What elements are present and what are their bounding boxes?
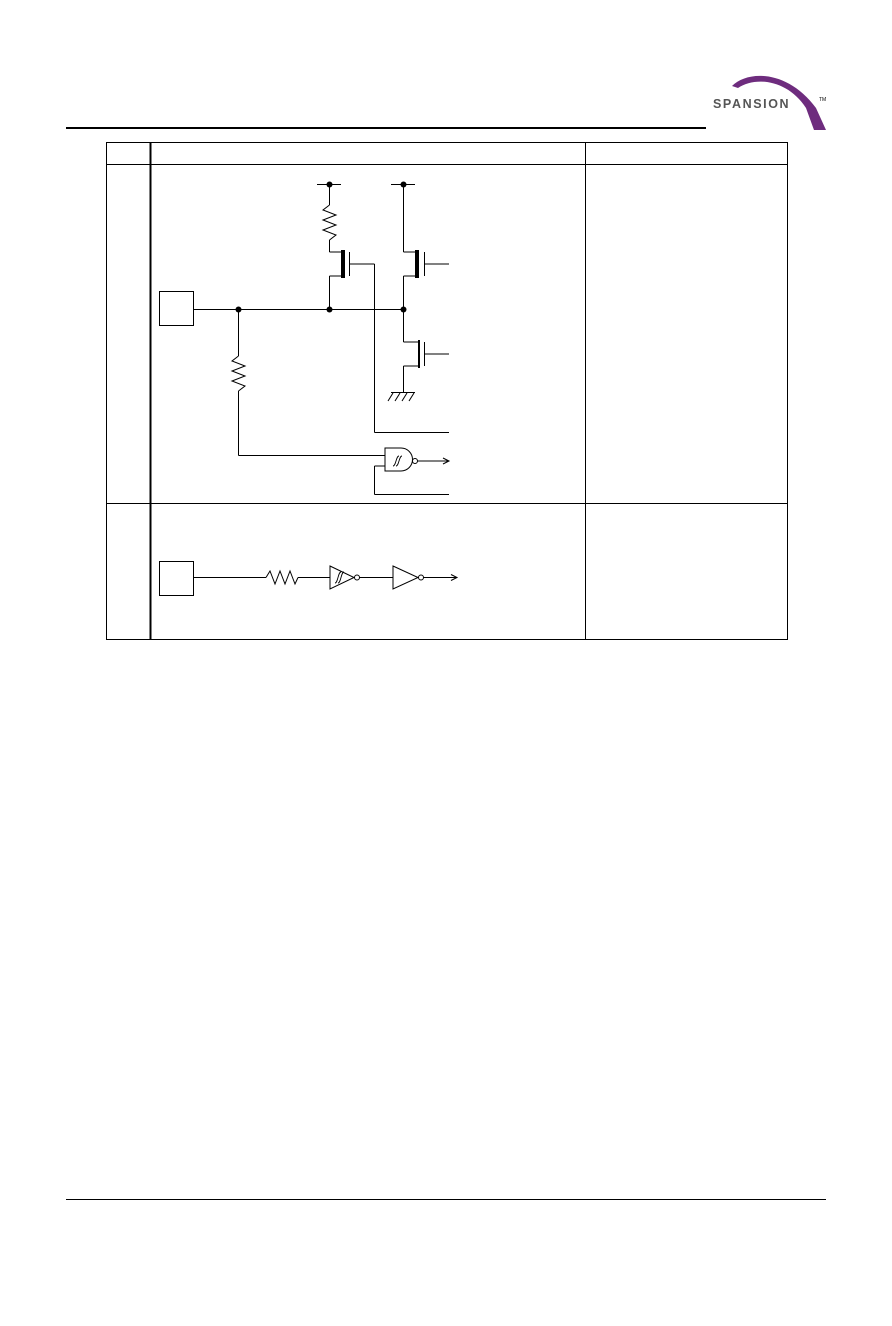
transistor-channel-1 [341,250,345,278]
vcc-node-2 [400,181,407,188]
io-circuit-table-drawing [106,142,788,640]
table-border [106,142,788,640]
spansion-logo: SPANSION TM [708,72,830,134]
junction-node-1 [235,306,242,313]
circuit-row-2 [159,561,459,596]
footer-rule [66,1199,826,1200]
pin-pad-2 [159,561,194,596]
logo-tm: TM [819,97,827,103]
schmitt-inverter [329,565,356,590]
logo-text: SPANSION [713,97,791,111]
circuit-row-1 [159,184,451,495]
io-circuit-table [106,142,788,640]
circuit-row-1-heavy [235,181,420,368]
junction-node-3 [400,306,407,313]
header-rule [66,127,706,129]
transistor-channel-3 [418,340,420,368]
transistor-channel-2 [415,250,419,278]
vcc-node-1 [326,181,333,188]
junction-node-2 [326,306,333,313]
pin-pad-1 [159,291,194,326]
output-inverter [392,565,420,590]
spansion-swoosh-icon [732,75,826,130]
